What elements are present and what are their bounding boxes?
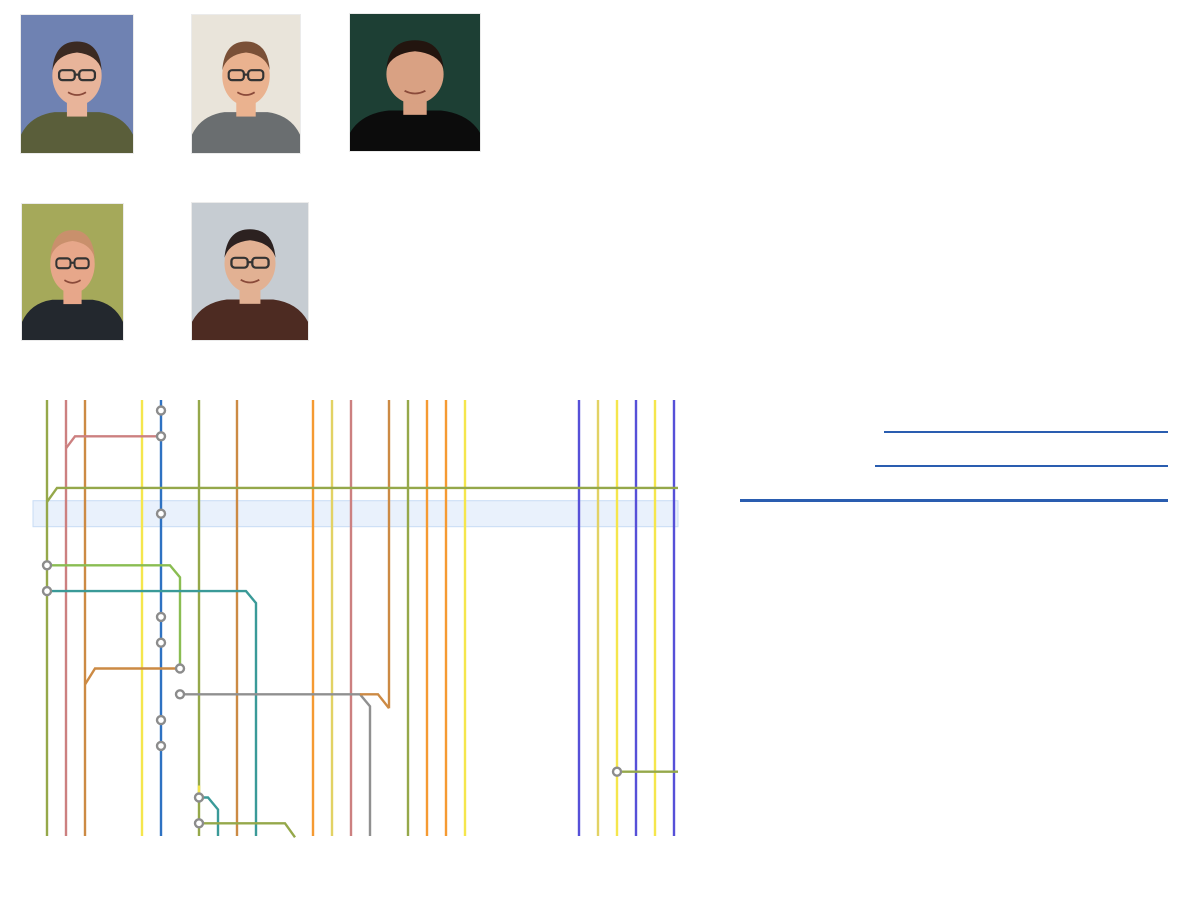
- graph-edge-gray: [180, 693, 372, 836]
- selected-row-highlight: [32, 500, 679, 528]
- person-photo-1[interactable]: [21, 15, 133, 153]
- commit-node-8: [174, 663, 186, 674]
- commit-node-12: [611, 766, 623, 777]
- person-photo-4[interactable]: [22, 204, 123, 340]
- commit-node-5: [41, 585, 53, 597]
- commit-node-3: [155, 508, 167, 519]
- graph-edge-olive-merge: [46, 486, 678, 503]
- person-photo-5[interactable]: [192, 203, 308, 340]
- link-underline-2[interactable]: [875, 465, 1168, 467]
- person-photo-2[interactable]: [192, 15, 300, 153]
- link-underline-1[interactable]: [884, 431, 1168, 433]
- graph-edge-teal: [47, 589, 258, 836]
- graph-edge-teal-low: [199, 796, 220, 836]
- glasses-icon: [230, 256, 270, 269]
- commit-node-1: [155, 405, 167, 416]
- link-underline-3[interactable]: [740, 499, 1168, 502]
- commit-node-4: [41, 560, 53, 571]
- commit-node-9: [174, 689, 186, 700]
- commit-node-13: [193, 792, 205, 803]
- commit-node-7: [155, 637, 167, 648]
- commit-node-6: [155, 611, 167, 623]
- graph-edge-brown: [83, 667, 180, 686]
- glasses-icon: [55, 257, 90, 270]
- graph-edge-olive-low: [199, 822, 296, 838]
- glasses-icon: [57, 69, 97, 82]
- graph-edge-brown-merge: [360, 693, 390, 710]
- commit-node-10: [155, 714, 167, 726]
- glasses-icon: [227, 69, 265, 82]
- graph-edge-rose: [65, 435, 161, 450]
- person-photo-3[interactable]: [350, 14, 480, 151]
- graph-edge-green: [47, 564, 182, 669]
- commit-node-14: [193, 818, 205, 829]
- commit-node-2: [155, 431, 167, 442]
- commit-graph[interactable]: [0, 390, 700, 850]
- commit-node-11: [155, 740, 167, 752]
